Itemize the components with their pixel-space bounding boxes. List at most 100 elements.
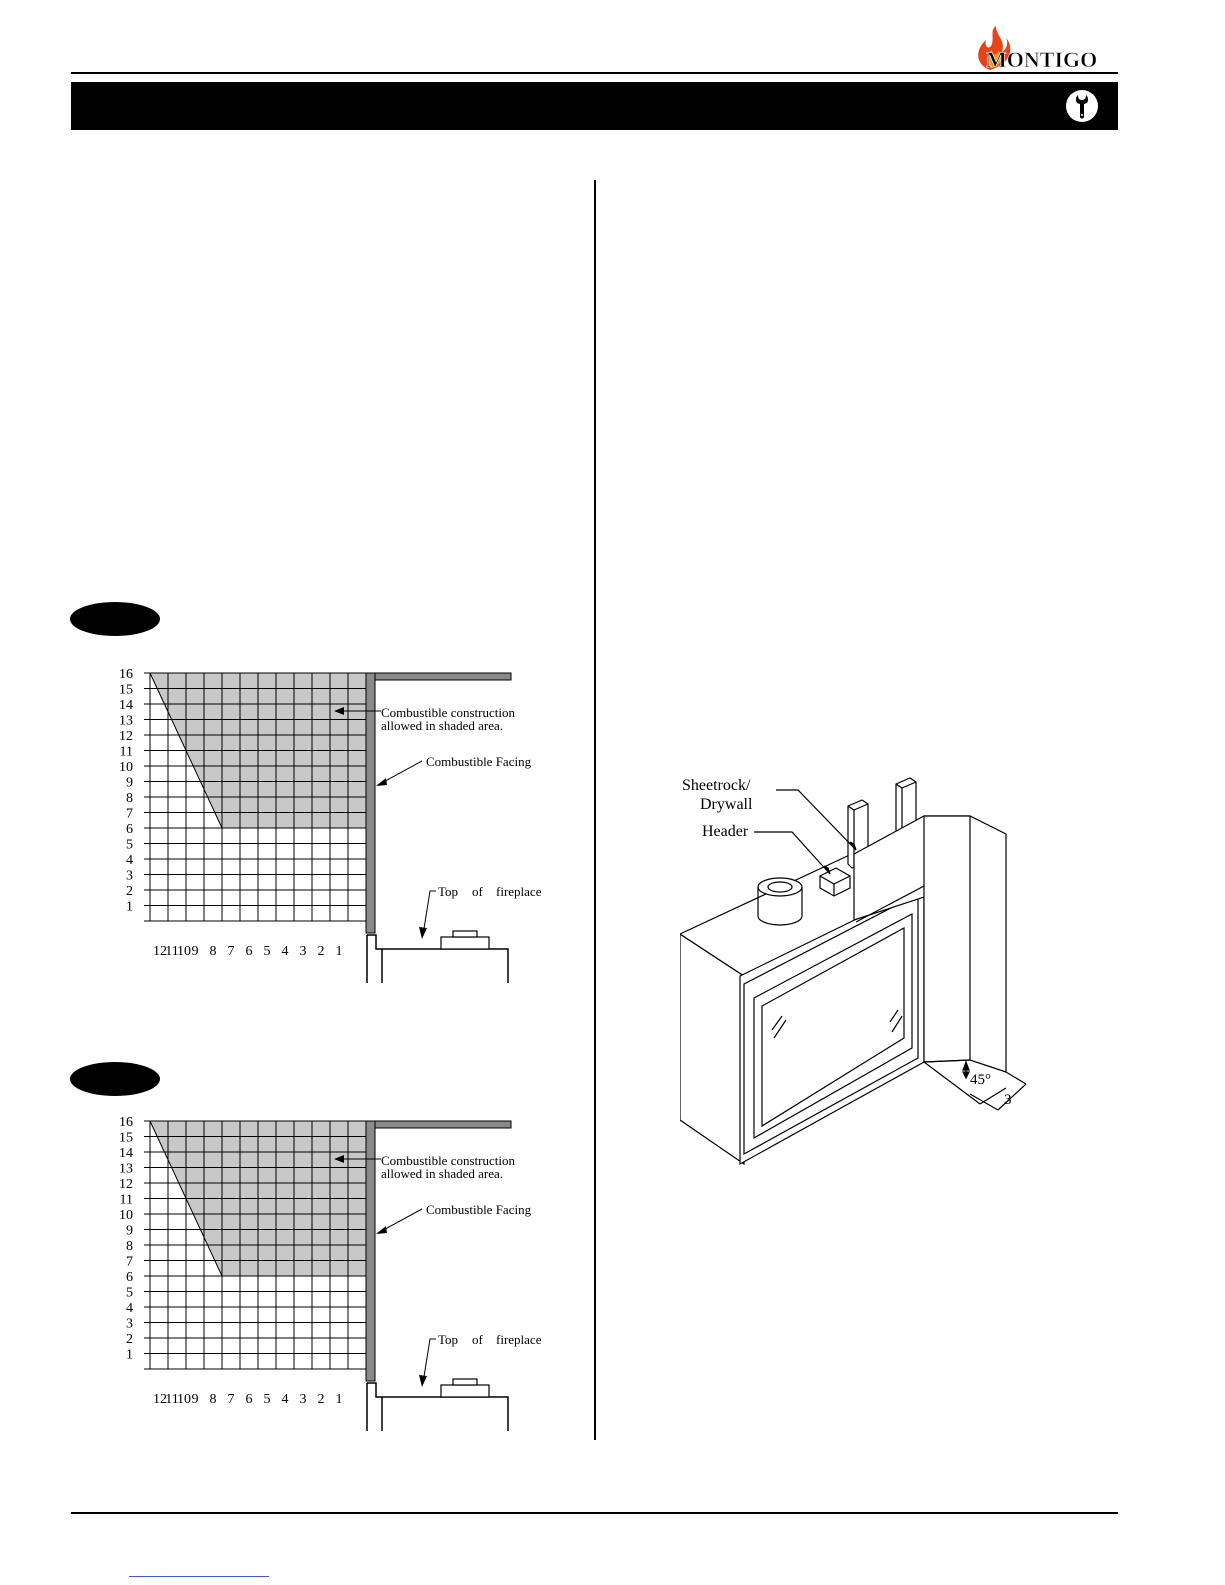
- leader-arrowhead: [376, 1226, 387, 1234]
- shaded-area-annotation: allowed in shaded area.: [381, 718, 503, 733]
- x-tick-label: 2: [318, 1392, 325, 1407]
- x-tick-label: 6: [246, 944, 253, 959]
- y-tick-label: 11: [120, 745, 133, 760]
- y-tick-label: 16: [119, 667, 133, 682]
- x-tick-label: 1: [336, 944, 343, 959]
- x-tick-label: 11: [165, 1392, 178, 1407]
- y-tick-label: 3: [126, 869, 133, 884]
- x-tick-label: 10: [177, 944, 191, 959]
- y-tick-label: 8: [126, 791, 133, 806]
- y-tick-label: 14: [119, 698, 133, 713]
- fireplace-vent-cap: [452, 930, 478, 938]
- x-tick-label: 5: [264, 1392, 271, 1407]
- y-tick-label: 10: [119, 1208, 133, 1223]
- distance-label: 3: [1004, 1092, 1012, 1108]
- x-tick-label: 6: [246, 1392, 253, 1407]
- y-tick-label: 3: [126, 1317, 133, 1332]
- facing-annotation: Combustible Facing: [426, 754, 532, 769]
- x-tick-label: 1: [336, 1392, 343, 1407]
- y-tick-label: 12: [119, 729, 133, 744]
- column-divider: [594, 180, 596, 1440]
- top-of-fireplace-leader: [422, 1338, 436, 1384]
- y-tick-label: 9: [126, 776, 133, 791]
- x-tick-label: 3: [300, 944, 307, 959]
- x-tick-label: 8: [210, 944, 217, 959]
- leader-arrowhead: [334, 707, 344, 715]
- y-tick-label: 15: [119, 683, 133, 698]
- fireplace-vent-collar: [440, 936, 490, 950]
- top-of-fireplace-annotation: fireplace: [496, 1332, 542, 1347]
- y-tick-label: 6: [126, 1270, 133, 1285]
- shaded-area-annotation: Combustible construction: [381, 705, 515, 720]
- x-tick-label: 3: [300, 1392, 307, 1407]
- x-tick-label: 4: [282, 944, 289, 959]
- y-tick-label: 10: [119, 760, 133, 775]
- x-tick-label: 12: [153, 944, 167, 959]
- sheetrock-leader: [776, 789, 857, 851]
- shaded-area-annotation: allowed in shaded area.: [381, 1166, 503, 1181]
- y-tick-label: 7: [126, 807, 133, 822]
- y-tick-label: 5: [126, 1286, 133, 1301]
- header-block: [819, 867, 851, 897]
- section-header-bar: [71, 82, 1118, 130]
- x-tick-label: 11: [165, 944, 178, 959]
- header-leader: [754, 831, 831, 875]
- bottom-rule: [71, 1512, 1118, 1514]
- y-tick-label: 13: [119, 1162, 133, 1177]
- leader-arrowhead: [334, 1155, 344, 1163]
- y-tick-label: 13: [119, 714, 133, 729]
- y-tick-label: 6: [126, 822, 133, 837]
- shaded-area-annotation: Combustible construction: [381, 1153, 515, 1168]
- mantel-shelf: [374, 672, 512, 681]
- x-tick-label: 12: [153, 1392, 167, 1407]
- header-label: Header: [702, 823, 749, 840]
- y-tick-label: 16: [119, 1115, 133, 1130]
- logo-text: MONTIGO: [986, 47, 1097, 72]
- top-of-fireplace-annotation: Top: [438, 884, 458, 899]
- y-tick-label: 9: [126, 1224, 133, 1239]
- y-tick-label: 1: [126, 1348, 133, 1363]
- y-tick-label: 15: [119, 1131, 133, 1146]
- y-tick-label: 4: [126, 1301, 133, 1316]
- mantel-shelf: [374, 1120, 512, 1129]
- angle-label: 45°: [970, 1072, 991, 1088]
- figure-badge: [70, 602, 160, 636]
- y-tick-label: 2: [126, 1332, 133, 1347]
- fireplace-isometric-diagram: Sheetrock/ Drywall Header 45° 3: [680, 777, 1027, 1166]
- top-rule: [71, 72, 1118, 74]
- top-of-fireplace-annotation: of: [472, 1332, 484, 1347]
- top-of-fireplace-annotation: fireplace: [496, 884, 542, 899]
- wrench-icon: [1066, 90, 1098, 122]
- combustible-facing: [365, 1120, 376, 1382]
- montigo-logo: MONTIGO: [978, 26, 1098, 72]
- y-tick-label: 12: [119, 1177, 133, 1192]
- footer-link-underline: [129, 1576, 269, 1577]
- top-of-fireplace-annotation: of: [472, 884, 484, 899]
- fireplace-vent-cap: [452, 1378, 478, 1386]
- fireplace-top-outline: [366, 1382, 509, 1431]
- x-tick-label: 10: [177, 1392, 191, 1407]
- leader-arrowhead: [419, 1375, 427, 1387]
- x-tick-label: 2: [318, 944, 325, 959]
- y-tick-label: 1: [126, 900, 133, 915]
- y-tick-label: 7: [126, 1255, 133, 1270]
- top-of-fireplace-leader: [422, 890, 436, 936]
- drywall-label: Drywall: [700, 796, 753, 813]
- top-of-fireplace-annotation: Top: [438, 1332, 458, 1347]
- x-tick-label: 9: [192, 1392, 199, 1407]
- sheetrock-label: Sheetrock/: [682, 777, 751, 794]
- x-tick-label: 9: [192, 944, 199, 959]
- fireplace-top-outline: [366, 934, 509, 983]
- leader-arrowhead: [419, 927, 427, 939]
- x-tick-label: 5: [264, 944, 271, 959]
- y-tick-label: 11: [120, 1193, 133, 1208]
- x-tick-label: 4: [282, 1392, 289, 1407]
- flame-icon: [978, 26, 1011, 70]
- y-tick-label: 4: [126, 853, 133, 868]
- x-tick-label: 7: [228, 944, 235, 959]
- y-tick-label: 2: [126, 884, 133, 899]
- y-tick-label: 5: [126, 838, 133, 853]
- combustible-facing: [365, 672, 376, 934]
